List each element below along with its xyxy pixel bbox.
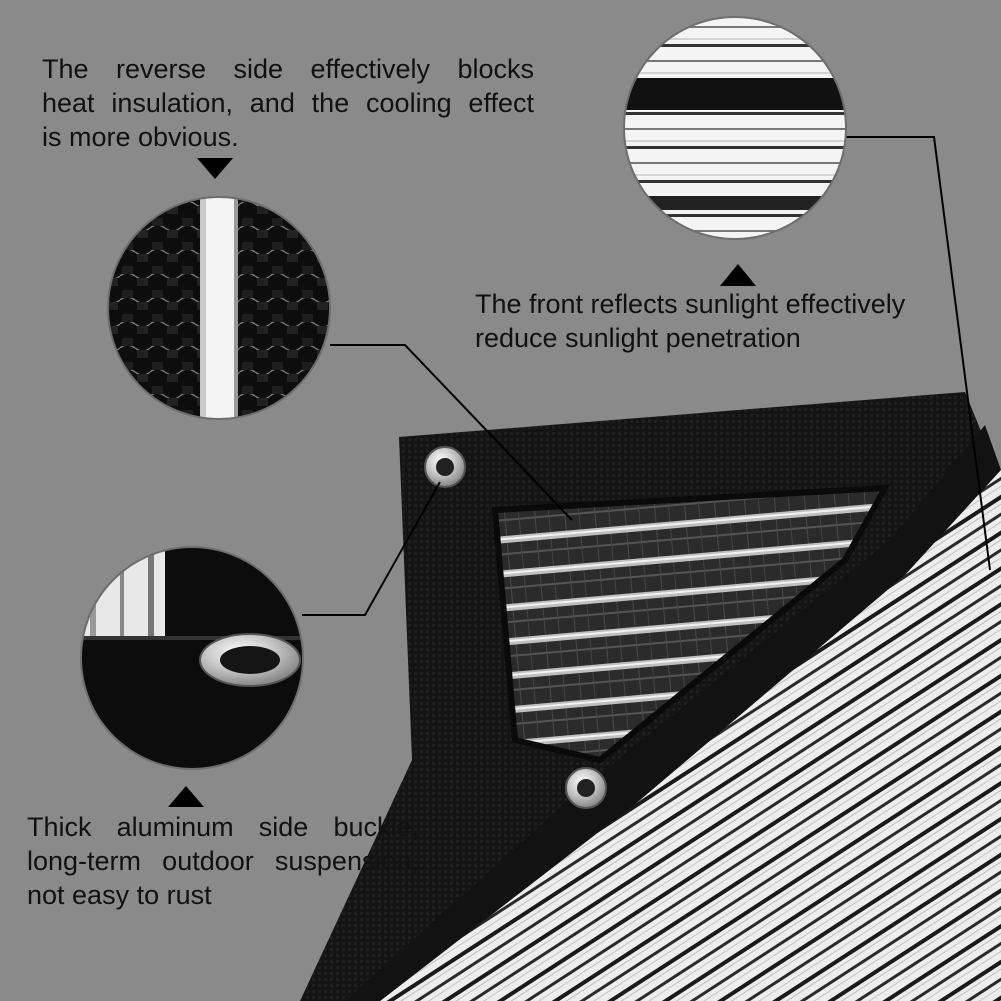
triangle-up-icon [168, 786, 204, 807]
net-front-panel [345, 425, 1001, 1001]
zoom-circle-reverse [107, 196, 331, 420]
triangle-up-icon [720, 264, 756, 286]
grommet-icon [565, 767, 607, 809]
caption-line: Thick aluminum side buckle, [27, 812, 419, 842]
zoom-circle-buckle [80, 546, 304, 770]
caption-front-side: The front reflects sunlight effectively … [475, 287, 945, 355]
caption-line: heat insulation, and the cooling effect [42, 88, 534, 118]
caption-line: not easy to rust [27, 880, 212, 910]
caption-line: long-term outdoor suspension, [27, 846, 419, 876]
caption-line: reduce sunlight penetration [475, 323, 801, 353]
zoom-circle-front [623, 16, 847, 240]
caption-buckle: Thick aluminum side buckle, long-term ou… [27, 810, 419, 912]
caption-line: The front reflects sunlight effectively [475, 289, 906, 319]
caption-reverse-side: The reverse side effectively blocks heat… [42, 52, 534, 154]
triangle-down-icon [197, 158, 233, 179]
caption-line: The reverse side effectively blocks [42, 54, 534, 84]
grommet-icon [424, 446, 466, 488]
leader-lines [302, 136, 991, 616]
caption-line: is more obvious. [42, 122, 239, 152]
